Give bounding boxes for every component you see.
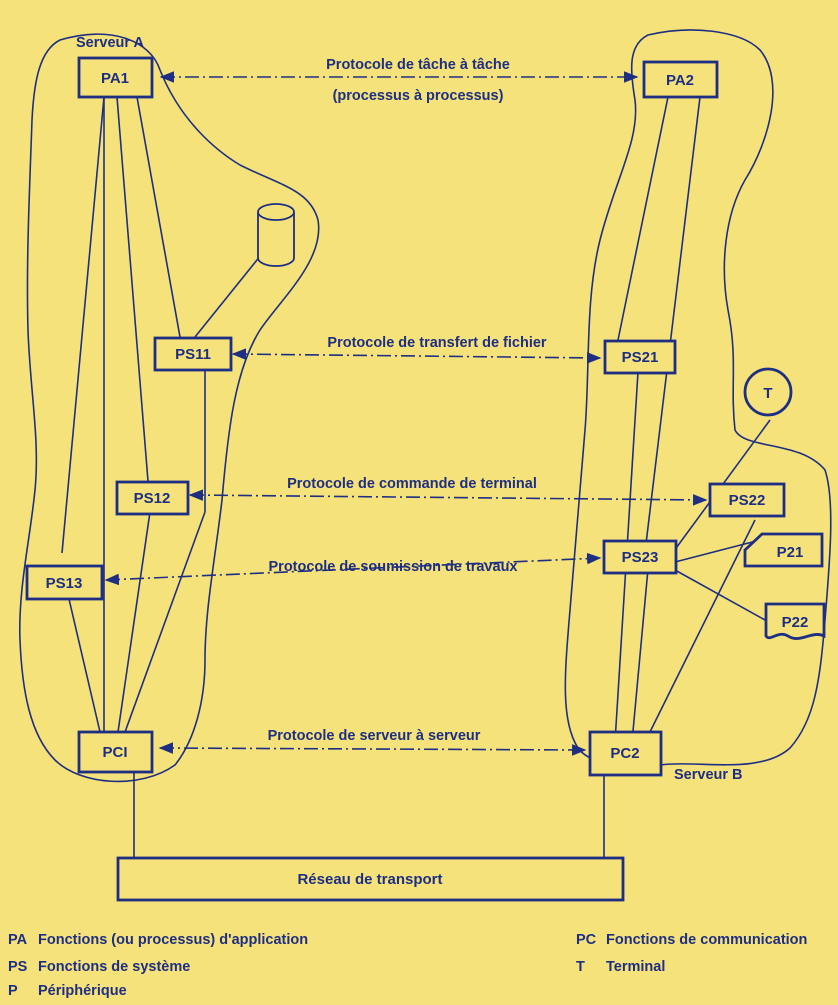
node-ps21-label: PS21 — [622, 349, 659, 366]
protocol-arrows — [104, 71, 708, 756]
legend-abbr: PS — [8, 959, 28, 975]
peripheral-p22-label: P22 — [782, 614, 809, 631]
legend-abbr: PA — [8, 932, 28, 948]
legend-text: Périphérique — [38, 983, 127, 999]
node-ps23-label: PS23 — [622, 549, 659, 566]
server-a-label: Serveur A — [76, 35, 144, 51]
legend-item-p: P Périphérique — [8, 983, 127, 999]
node-pa2[interactable]: PA2 — [642, 60, 719, 99]
legend-text: Fonctions de système — [38, 959, 191, 975]
node-ps11-label: PS11 — [175, 346, 211, 363]
node-pc1[interactable]: PCI — [77, 730, 154, 774]
server-b-label: Serveur B — [674, 767, 743, 783]
transport-network-label: Réseau de transport — [297, 871, 442, 888]
legend-text: Fonctions (ou processus) d'application — [38, 932, 309, 948]
transport-network[interactable]: Réseau de transport — [116, 856, 625, 902]
peripheral-p21-label: P21 — [777, 544, 804, 561]
node-ps12-label: PS12 — [134, 490, 171, 507]
legend-abbr: PC — [576, 932, 597, 948]
legend-abbr: T — [576, 959, 585, 975]
node-pc2[interactable]: PC2 — [588, 730, 663, 777]
node-ps21[interactable]: PS21 — [603, 339, 677, 375]
peripheral-p22[interactable]: P22 — [764, 602, 826, 640]
node-ps23[interactable]: PS23 — [602, 539, 678, 575]
server-b-boundary — [564, 29, 832, 768]
legend-item-pc: PC Fonctions de communication — [576, 932, 807, 948]
node-pc2-label: PC2 — [610, 745, 639, 762]
protocol-file-label: Protocole de transfert de fichier — [327, 335, 547, 351]
node-pa1-label: PA1 — [101, 70, 129, 87]
legend-abbr: P — [8, 983, 18, 999]
node-ps13-label: PS13 — [46, 575, 83, 592]
legend-item-t: T Terminal — [576, 959, 665, 975]
node-ps22-label: PS22 — [729, 492, 766, 509]
node-ps22[interactable]: PS22 — [708, 482, 786, 518]
legend-text: Fonctions de communication — [606, 932, 808, 948]
server-a-links — [61, 96, 266, 858]
node-ps13[interactable]: PS13 — [25, 564, 104, 601]
protocol-server-label: Protocole de serveur à serveur — [268, 728, 481, 744]
legend-item-pa: PA Fonctions (ou processus) d'application — [8, 932, 308, 948]
node-ps12[interactable]: PS12 — [115, 480, 190, 516]
node-ps11[interactable]: PS11 — [153, 336, 233, 372]
protocol-terminal-label: Protocole de commande de terminal — [287, 476, 537, 492]
disk-storage-icon — [257, 203, 295, 267]
protocol-jobs-label: Protocole de soumission de travaux — [269, 559, 518, 575]
node-pc1-label: PCI — [102, 744, 127, 761]
terminal-node[interactable]: T — [743, 367, 793, 417]
server-a-boundary — [18, 33, 320, 783]
legend-text: Terminal — [606, 959, 666, 975]
protocol-task-label: Protocole de tâche à tâche — [326, 57, 510, 73]
legend-item-ps: PS Fonctions de système — [8, 959, 190, 975]
terminal-label: T — [763, 385, 772, 402]
peripheral-p21[interactable]: P21 — [743, 532, 824, 568]
node-pa1[interactable]: PA1 — [77, 56, 154, 99]
node-pa2-label: PA2 — [666, 72, 694, 89]
protocol-task-sublabel: (processus à processus) — [333, 88, 504, 104]
